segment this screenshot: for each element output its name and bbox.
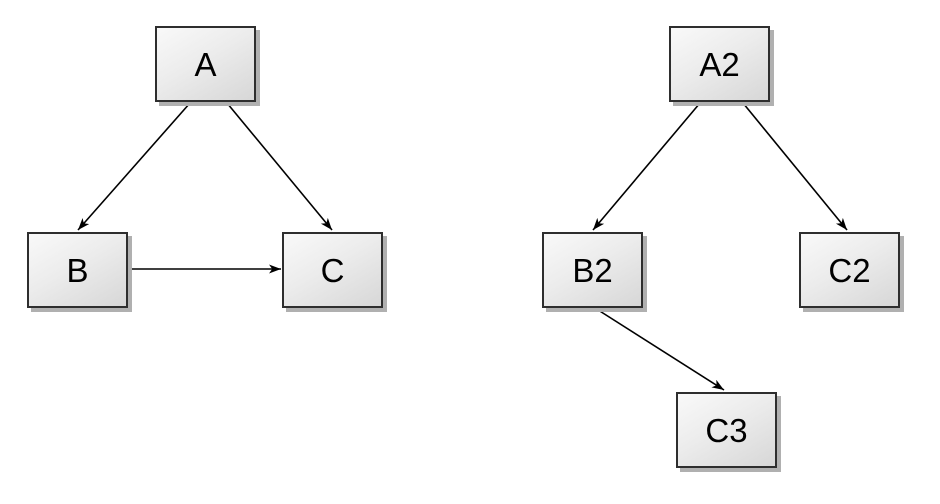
node-c3[interactable]: C3 — [676, 392, 777, 468]
node-c-label: C — [320, 251, 345, 289]
edge-a-to-c — [226, 102, 333, 231]
node-b[interactable]: B — [27, 232, 128, 308]
node-a[interactable]: A — [155, 26, 256, 102]
node-c2[interactable]: C2 — [799, 232, 900, 308]
node-a-label: A — [194, 45, 217, 83]
edge-b2-to-c3 — [594, 307, 725, 391]
edge-a2-to-c2 — [742, 102, 848, 231]
edge-a-to-b — [77, 102, 191, 231]
node-c[interactable]: C — [282, 232, 383, 308]
node-a2[interactable]: A2 — [669, 26, 770, 102]
edge-a2-to-b2 — [592, 102, 701, 231]
node-a2-label: A2 — [699, 45, 740, 83]
node-c2-label: C2 — [828, 251, 871, 289]
node-b2-label: B2 — [572, 251, 613, 289]
node-c3-label: C3 — [705, 411, 748, 449]
node-b-label: B — [66, 251, 89, 289]
node-b2[interactable]: B2 — [542, 232, 643, 308]
